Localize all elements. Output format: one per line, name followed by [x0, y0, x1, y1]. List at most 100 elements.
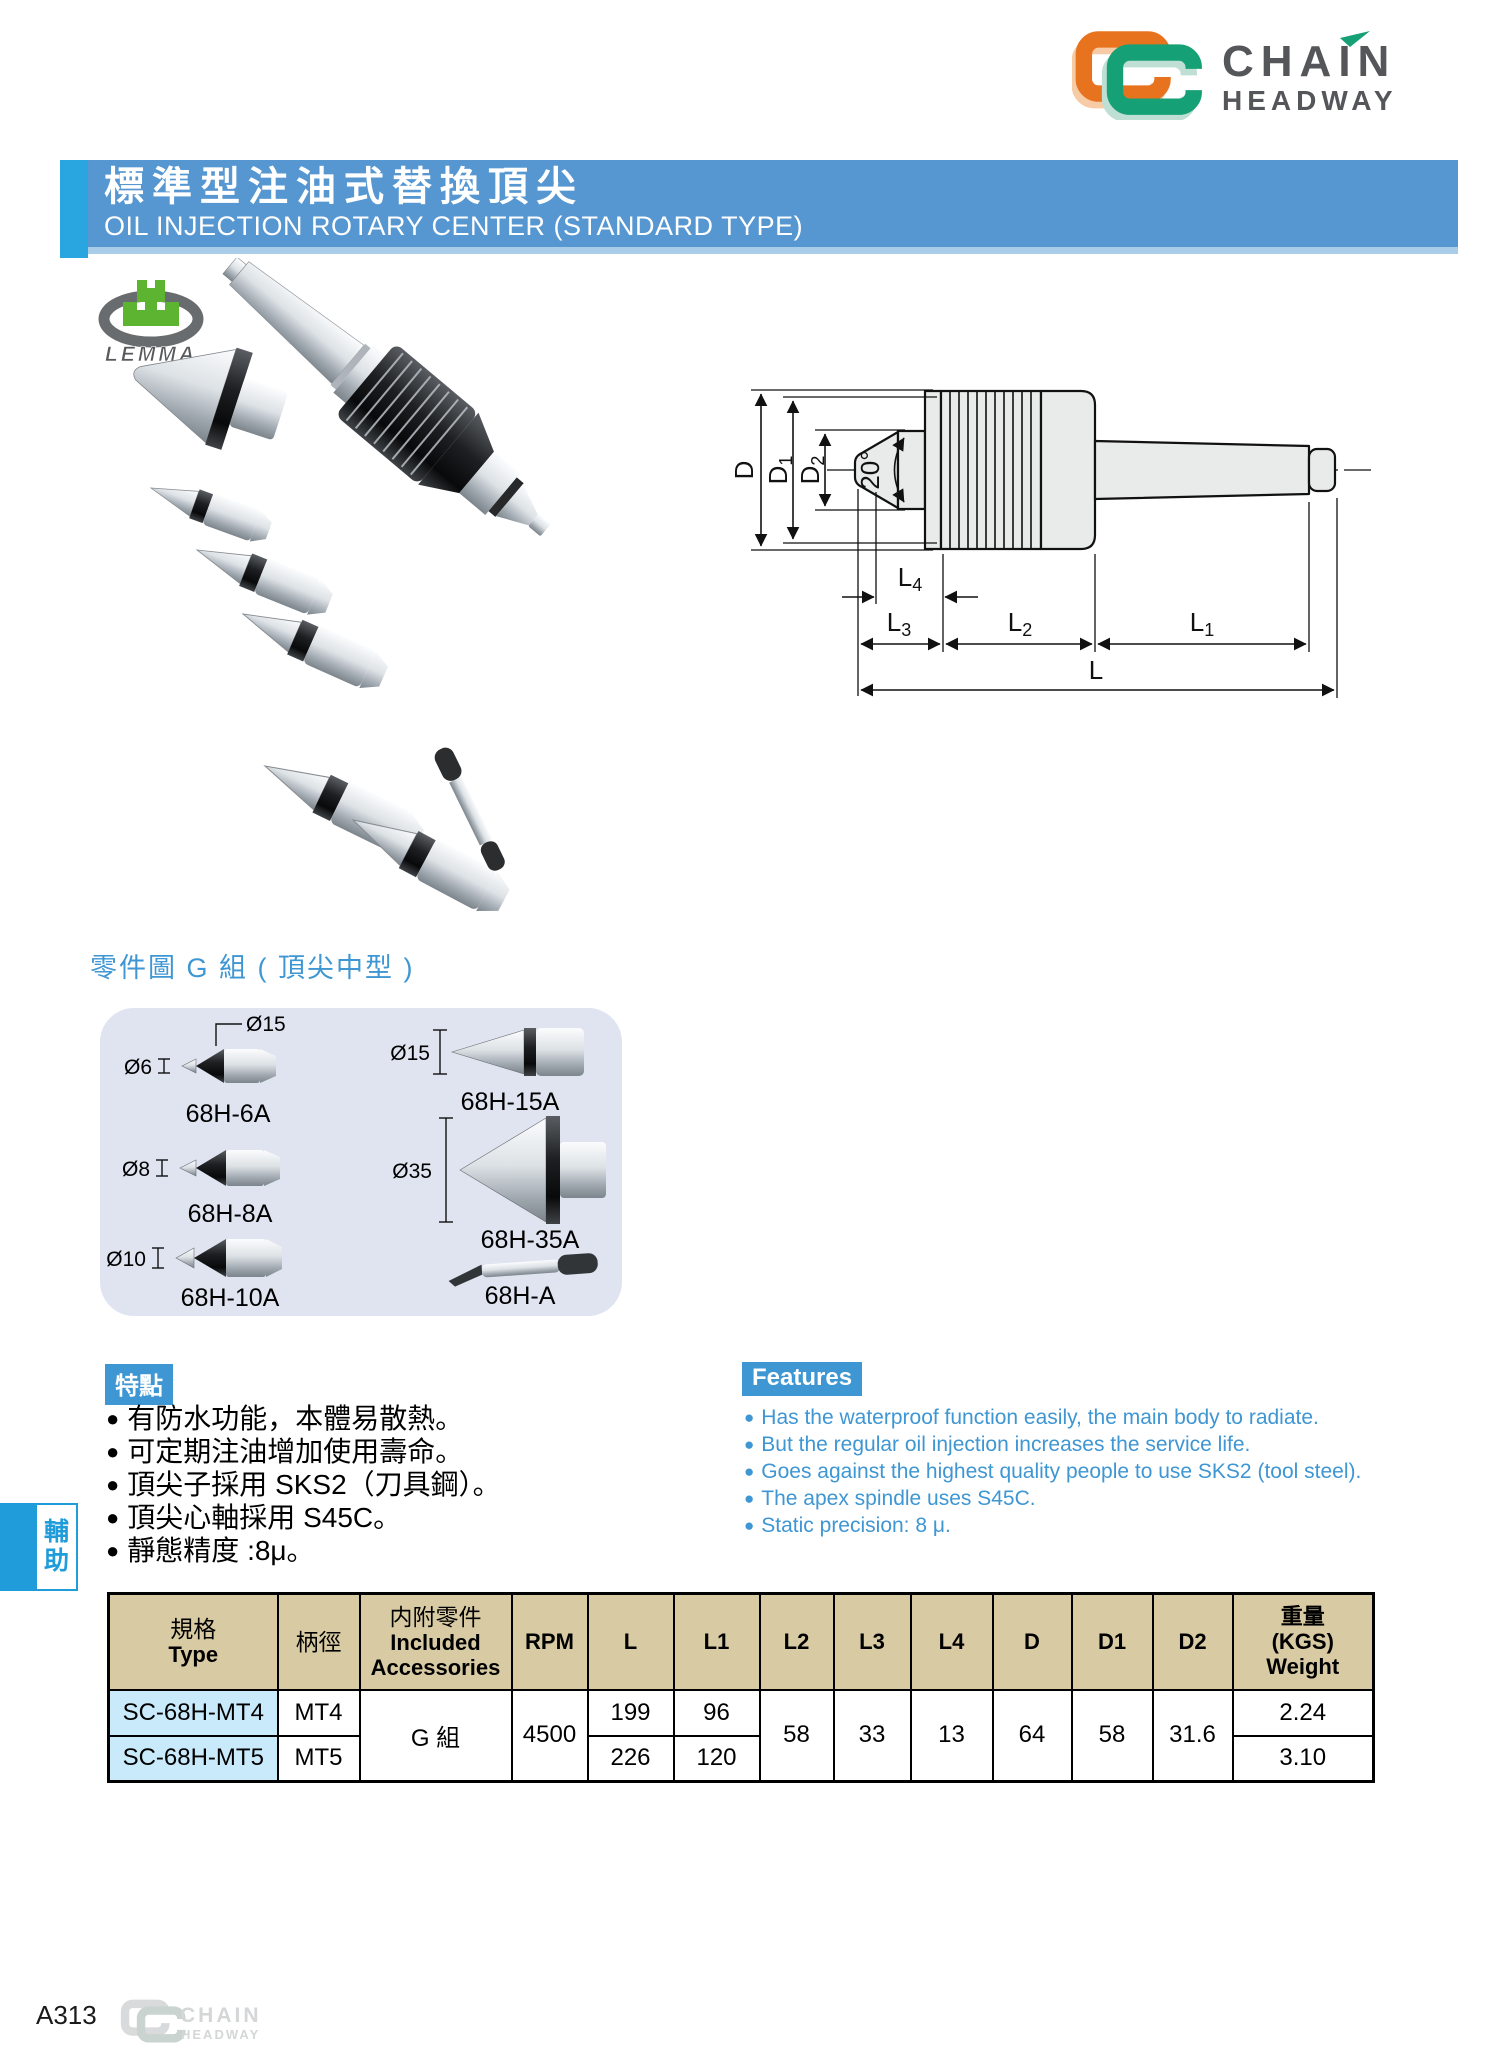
table-row: SC-68H-MT4 MT4 G 組 4500 199 96 58 33 13 …	[107, 1688, 1375, 1783]
svg-text:D2: D2	[795, 456, 828, 485]
cell-shank: MT4	[276, 1688, 361, 1737]
dim-D: D	[729, 389, 933, 551]
col-header-rpm: RPM	[510, 1592, 589, 1691]
logo-accent	[1340, 31, 1370, 47]
cell-weight: 2.24	[1231, 1688, 1375, 1737]
cell-weight: 3.10	[1231, 1734, 1375, 1783]
col-header-d2: D2	[1151, 1592, 1234, 1691]
bullet-icon: ●	[744, 1516, 755, 1535]
svg-text:L3: L3	[887, 607, 911, 640]
page-subtitle: OIL INJECTION ROTARY CENTER (STANDARD TY…	[104, 211, 804, 241]
page-number: A313	[36, 2000, 97, 2030]
bullet-icon: ●	[106, 1538, 120, 1563]
col-header-l4: L4	[909, 1592, 994, 1691]
dim-angle: 20°	[855, 437, 905, 503]
page-title-banner: 標準型注油式替換頂尖 OIL INJECTION ROTARY CENTER (…	[60, 160, 1458, 258]
cell-l1: 96	[672, 1688, 761, 1737]
col-header-d: D	[991, 1592, 1073, 1691]
title-accent-square	[60, 160, 88, 258]
cell-type: SC-68H-MT5	[107, 1734, 279, 1783]
cell-d2: 31.6	[1151, 1688, 1234, 1783]
logo-text-chain: CHAIN	[1222, 37, 1396, 86]
svg-text:Ø35: Ø35	[392, 1160, 432, 1183]
footer-watermark-logo: CHAIN HEADWAY	[118, 1996, 259, 2046]
part-68h-a-drawing	[448, 1253, 598, 1287]
features-zh-list: ●有防水功能，本體易散熱。 ●可定期注油增加使用壽命。 ●頂尖子採用 SKS2（…	[106, 1402, 501, 1567]
cc-mark-icon	[1080, 39, 1194, 113]
features-zh-badge: 特點	[105, 1364, 173, 1405]
svg-text:L: L	[1089, 655, 1103, 685]
bullet-icon: ●	[106, 1505, 120, 1530]
side-tab-bar	[0, 1503, 35, 1591]
cell-l: 199	[586, 1688, 675, 1737]
cell-shank: MT5	[276, 1734, 361, 1783]
svg-text:L1: L1	[1190, 607, 1214, 640]
part-68h-8a-drawing: Ø8	[122, 1150, 280, 1186]
part-label: 68H-15A	[460, 1088, 560, 1116]
rotary-center-body	[222, 258, 550, 536]
svg-text:L4: L4	[898, 562, 922, 595]
tang-outline	[1307, 447, 1337, 493]
cell-l1: 120	[672, 1734, 761, 1783]
col-header-l1: L1	[672, 1592, 761, 1691]
list-item: ●靜態精度 :8μ。	[106, 1535, 315, 1566]
part-68h-6a-drawing: Ø15 Ø6	[124, 1013, 286, 1083]
part-label: 68H-8A	[187, 1200, 273, 1228]
list-item: ●Static precision: 8 μ.	[744, 1514, 951, 1537]
cell-accessories: G 組	[358, 1688, 513, 1783]
page-title: 標準型注油式替換頂尖	[104, 165, 584, 209]
dim-L4: L4	[842, 492, 978, 652]
list-item: ●頂尖心軸採用 S45C。	[106, 1502, 402, 1533]
dimension-drawing: D D1 D2 20° L4 L3 L2 L1 L	[729, 389, 1371, 698]
front-plate-outline	[923, 389, 943, 551]
part-68h-15a-drawing: Ø15	[390, 1028, 584, 1076]
ribbed-body-outline	[939, 389, 1043, 551]
point-35a	[133, 347, 288, 450]
table-row: SC-68H-MT5 MT5 226 120 3.10	[107, 1734, 1375, 1783]
chapter-side-tab: 輔 助	[0, 1503, 78, 1591]
title-bar: 標準型注油式替換頂尖 OIL INJECTION ROTARY CENTER (…	[88, 160, 1458, 247]
bullet-icon: ●	[744, 1435, 755, 1454]
dim-D1: D1	[763, 396, 937, 544]
bullet-icon: ●	[744, 1462, 755, 1481]
list-item: ●The apex spindle uses S45C.	[744, 1487, 1036, 1510]
features-en-list: ●Has the waterproof function easily, the…	[744, 1404, 1361, 1539]
col-header-l: L	[586, 1592, 675, 1691]
part-label: 68H-A	[484, 1282, 556, 1310]
cell-l3: 33	[832, 1688, 912, 1783]
knurled-tool	[434, 747, 505, 871]
list-item: ●Goes against the highest quality people…	[744, 1460, 1362, 1483]
bullet-icon: ●	[106, 1472, 120, 1497]
tip-cone-outline	[853, 430, 900, 510]
title-bottom-strip	[88, 247, 1458, 254]
bullet-icon: ●	[744, 1408, 755, 1427]
svg-text:Ø15: Ø15	[390, 1042, 430, 1065]
svg-text:Ø15: Ø15	[246, 1013, 286, 1036]
dim-L3: L3	[857, 489, 941, 696]
logo-text-headway: HEADWAY	[1222, 85, 1398, 116]
part-label: 68H-10A	[180, 1284, 280, 1312]
part-68h-10a-drawing: Ø10	[106, 1239, 282, 1277]
lemma-wordmark: LEMMA	[105, 343, 197, 366]
side-tab-label: 輔 助	[35, 1503, 78, 1591]
svg-text:D: D	[729, 461, 759, 480]
parts-section-title: 零件圖 G 組 ( 頂尖中型 )	[90, 953, 415, 983]
svg-text:Ø8: Ø8	[122, 1158, 150, 1181]
bullet-icon: ●	[106, 1439, 120, 1464]
cell-d1: 58	[1070, 1688, 1154, 1783]
cell-l2: 58	[758, 1688, 835, 1783]
svg-text:D1: D1	[763, 456, 796, 485]
dim-L: L	[860, 498, 1338, 698]
col-header-l3: L3	[832, 1592, 912, 1691]
col-header-type: 規格 Type	[107, 1592, 279, 1691]
cell-type: SC-68H-MT4	[107, 1688, 279, 1737]
dim-L1: L1	[1097, 502, 1310, 652]
spec-table: 規格 Type 柄徑 内附零件 Included Accessories RPM…	[107, 1592, 1375, 1783]
cell-l4: 13	[909, 1688, 994, 1783]
part-label: 68H-6A	[185, 1100, 271, 1128]
cell-l: 226	[586, 1734, 675, 1783]
rear-block-outline	[1039, 389, 1097, 551]
body-ribs	[949, 391, 1032, 549]
parts-diagram: Ø15 Ø6 Ø8 Ø10	[106, 1013, 606, 1287]
table-header-row: 規格 Type 柄徑 内附零件 Included Accessories RPM…	[107, 1592, 1375, 1691]
